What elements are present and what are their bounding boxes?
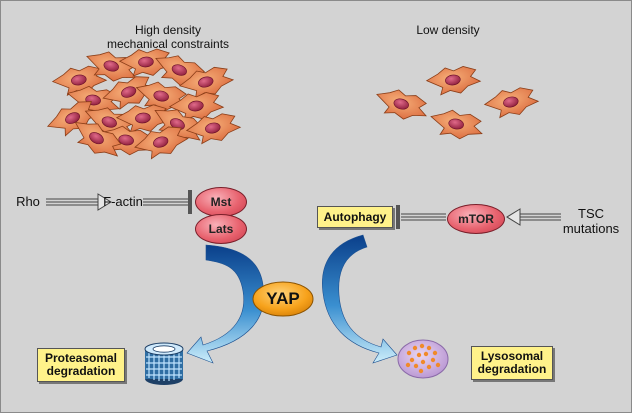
left-degradation-flow-arrow xyxy=(186,244,265,364)
lysosomal-degradation-label: degradation xyxy=(477,362,547,376)
low-density-cells xyxy=(372,62,541,143)
mst-label: Mst xyxy=(210,195,232,209)
mtor-label: mTOR xyxy=(458,212,494,226)
f-actin-label: F-actin xyxy=(103,194,143,209)
mtor-node: mTOR xyxy=(447,204,505,234)
mst-node: Mst xyxy=(195,187,247,217)
lysosomal-degradation-box: Lysosomal degradation xyxy=(471,346,553,380)
mutations-label: mutations xyxy=(562,221,620,236)
rho-to-factin-arrow xyxy=(46,193,112,211)
autophagy-box: Autophagy xyxy=(317,206,393,228)
right-degradation-flow-arrow xyxy=(322,234,398,364)
high-density-label: High density mechanical constraints xyxy=(93,23,243,51)
mtor-inhibits-autophagy xyxy=(396,205,446,229)
tsc-mutations-label: TSC mutations xyxy=(559,206,623,236)
high-density-cell-cluster xyxy=(43,46,243,165)
proteasomal-label: Proteasomal xyxy=(44,351,118,365)
lats-node: Lats xyxy=(195,214,247,244)
rho-label: Rho xyxy=(16,194,40,209)
tsc-to-mtor-arrow xyxy=(506,208,561,226)
lysosome-vesicle-icon xyxy=(397,339,449,379)
lats-label: Lats xyxy=(208,222,234,236)
low-density-label: Low density xyxy=(416,23,480,37)
tsc-label: TSC xyxy=(578,206,604,221)
proteasome-barrel-icon xyxy=(144,342,184,385)
proteasomal-degradation-box: Proteasomal degradation xyxy=(37,348,125,382)
yap-label: YAP xyxy=(266,289,300,308)
mechanical-constraints-subtitle: mechanical constraints xyxy=(106,37,230,51)
lysosomal-label: Lysosomal xyxy=(480,349,544,363)
proteasomal-degradation-label: degradation xyxy=(46,364,116,378)
yap-oval-shape xyxy=(252,281,314,317)
factin-inhibits-mst-lats xyxy=(143,190,192,214)
autophagy-label: Autophagy xyxy=(323,209,387,224)
high-density-title: High density xyxy=(134,23,202,37)
